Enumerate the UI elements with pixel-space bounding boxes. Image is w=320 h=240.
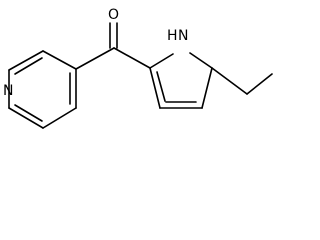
carbonyl-group (75, 22, 151, 70)
double-bond-c3-c2-inner (14, 57, 43, 75)
bond-ch2-ch3 (246, 73, 273, 95)
oxygen-label: O (108, 7, 119, 23)
pyrrole-nitrogen-label: N (178, 28, 188, 44)
pyrrole-ring (149, 52, 213, 109)
chemical-structure-diagram: O H N N (3, 7, 273, 129)
bond-pyridine-carbonyl (75, 47, 115, 70)
bond-c3-c2 (8, 50, 44, 71)
bond-c2-n1-pyrrole (149, 53, 174, 69)
pyridine-nitrogen-label: N (3, 83, 13, 99)
double-bond-c3-c2-pyrrole-inner (156, 71, 166, 102)
bond-c3-c2-pyrrole (149, 67, 161, 109)
ethyl-group (211, 67, 273, 95)
bond-n1-c5-pyrrole (189, 52, 213, 69)
double-bond-n1-c6-inner (14, 104, 43, 122)
bond-carbonyl-pyrrole (113, 47, 151, 69)
bond-ring-ch2 (211, 67, 248, 95)
bond-n1-c6 (8, 107, 44, 129)
pyridine-ring (8, 50, 77, 129)
bond-c6-c5 (42, 107, 77, 129)
pyrrole-nh-hydrogen-label: H (167, 28, 178, 44)
bond-c5-c4-pyrrole (201, 67, 213, 109)
bond-c4-c3 (42, 50, 77, 70)
